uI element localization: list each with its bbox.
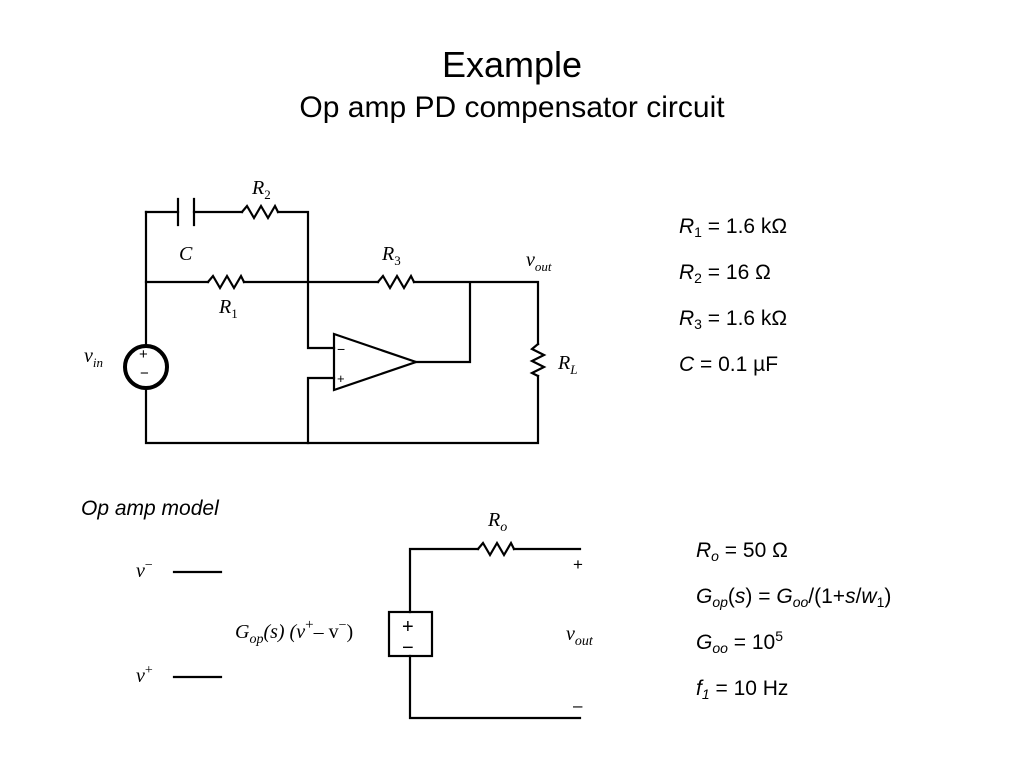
param-f1: f1 = 10 Hz (696, 677, 789, 702)
resistor-ro (476, 540, 516, 558)
main-circuit (123, 197, 547, 445)
resistor-rl (529, 342, 547, 378)
param-c: C = 0.1 µF (679, 353, 779, 376)
wire-noninverting (306, 376, 336, 445)
wire-r3-output (412, 280, 540, 364)
resistor-r1 (206, 273, 246, 291)
capacitor-c (176, 197, 196, 227)
label-gain-expression: Gop(s) (v+– v−) (235, 617, 353, 647)
opamp-minus-sign: − (337, 341, 345, 357)
dep-source-minus: − (402, 637, 414, 659)
resistor-r3 (376, 273, 416, 291)
label-model-vout: vout (566, 623, 594, 649)
model-output-plus: + (573, 555, 583, 574)
label-vminus: v− (136, 558, 153, 582)
source-vin (123, 344, 169, 390)
opamp-model (172, 540, 582, 720)
param-r1: R1 = 1.6 kΩ (679, 215, 788, 240)
param-r3: R3 = 1.6 kΩ (679, 307, 788, 332)
source-plus-sign: + (139, 346, 148, 363)
op-amp (332, 332, 420, 392)
opamp-plus-sign: + (337, 371, 345, 386)
label-rl: RL (557, 352, 577, 377)
param-goo: Goo = 105 (696, 628, 784, 656)
label-vplus: v+ (136, 663, 153, 687)
dependent-source (387, 610, 434, 658)
label-vout: vout (526, 249, 552, 274)
param-r2: R2 = 16 Ω (679, 261, 771, 286)
model-output-minus: – (573, 696, 583, 715)
model-parameters: Ro = 50 Ω Gop(s) = Goo/(1+s/w1) Goo = 10… (696, 540, 891, 724)
label-c: C (179, 243, 193, 265)
param-ro: Ro = 50 Ω (696, 539, 788, 564)
dep-source-plus: + (402, 616, 414, 638)
source-minus-sign: − (140, 365, 149, 382)
resistor-r2 (240, 203, 280, 221)
label-r1: R1 (218, 296, 238, 321)
wire-c-r2-branch (144, 210, 336, 350)
opamp-model-label: Op amp model (81, 497, 219, 520)
model-output-wires (408, 547, 582, 720)
label-ro: Ro (487, 509, 507, 535)
label-vin: vin (84, 345, 103, 370)
wire-left (144, 210, 540, 445)
slide-subtitle: Op amp PD compensator circuit (299, 91, 725, 124)
param-gop: Gop(s) = Goo/(1+s/w1) (696, 585, 892, 610)
circuit-parameters: R1 = 1.6 kΩ R2 = 16 Ω R3 = 1.6 kΩ C = 0.… (679, 216, 787, 400)
label-r3: R3 (381, 243, 401, 268)
label-r2: R2 (251, 177, 271, 202)
slide-title: Example (441, 44, 583, 85)
